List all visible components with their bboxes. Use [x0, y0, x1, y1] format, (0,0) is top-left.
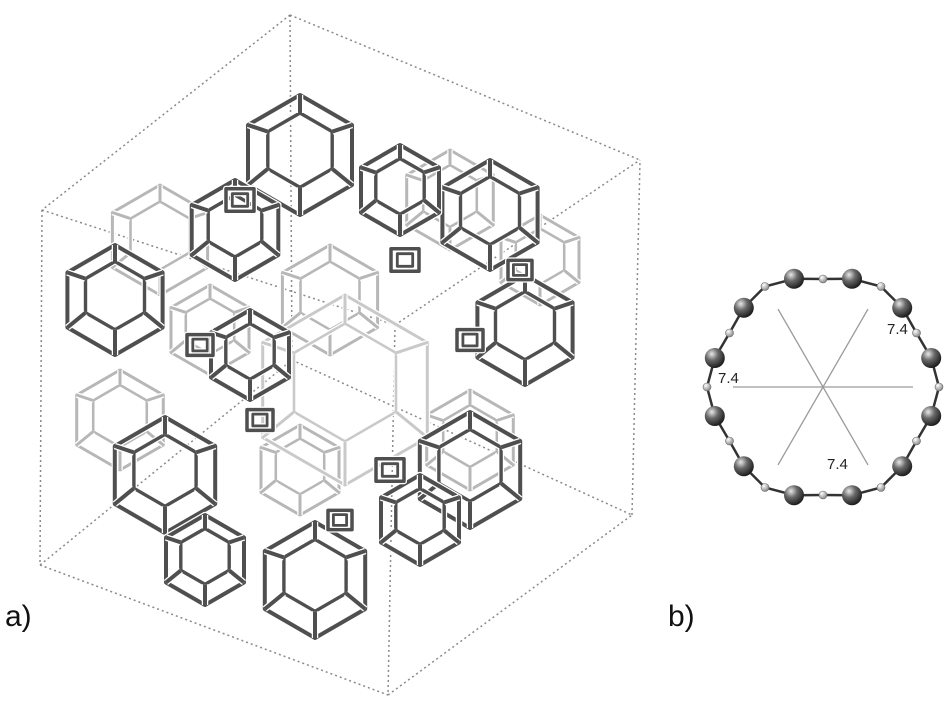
ring-atoms: [702, 268, 944, 506]
front-cage-7: [64, 241, 166, 359]
d4r-unit-7: [184, 331, 216, 359]
tetrahedral-atom: [784, 268, 804, 289]
tetrahedral-atom: [921, 348, 942, 368]
d4r-unit-6: [244, 406, 276, 434]
tetrahedral-atom: [921, 406, 942, 426]
ring-diameter-line: [777, 308, 869, 466]
oxygen-atom: [876, 483, 886, 492]
front-cage-6: [111, 413, 219, 537]
tetrahedral-atom: [704, 406, 725, 426]
oxygen-atom: [912, 328, 921, 338]
front-cage-3: [474, 271, 576, 389]
oxygen-atom: [725, 436, 734, 446]
twelve-ring: 7.4 7.4 7.4: [702, 268, 944, 506]
front-cage-2: [439, 156, 541, 274]
tetrahedral-atom: [784, 485, 804, 506]
tetrahedral-atom: [704, 348, 725, 368]
back-cage-4: [73, 367, 167, 473]
panel-label-b: b): [668, 600, 695, 633]
back-cage-7: [258, 422, 342, 518]
tetrahedral-atom: [842, 485, 862, 506]
d4r-unit-8: [325, 507, 355, 533]
panel-label-a: a): [5, 600, 32, 633]
front-cage-12: [162, 511, 248, 609]
ring-diameter-lines: [733, 308, 913, 466]
oxygen-atom: [760, 483, 770, 492]
oxygen-atom: [934, 382, 944, 392]
tetrahedral-atom: [842, 268, 862, 289]
central-pore: [259, 292, 431, 488]
oxygen-atom: [876, 282, 886, 291]
d4r-unit-1: [223, 185, 257, 215]
d4r-unit-2: [388, 245, 422, 275]
front-cage-5: [261, 518, 369, 642]
d4r-unit-4: [454, 326, 486, 354]
tetrahedral-atom: [892, 297, 913, 318]
front-cage-9: [357, 141, 443, 239]
oxygen-atom: [818, 274, 828, 284]
zeolite-framework: [64, 91, 582, 642]
front-cage-11: [377, 471, 463, 569]
distance-label-upper-right: 7.4: [887, 321, 908, 338]
oxygen-atom: [725, 328, 734, 338]
tetrahedral-atom: [892, 456, 913, 477]
d4r-unit-3: [505, 257, 535, 283]
distance-label-left: 7.4: [718, 370, 739, 387]
oxygen-atom: [912, 436, 921, 446]
tetrahedral-atom: [733, 456, 754, 477]
back-cage-5: [279, 242, 381, 358]
oxygen-atom: [702, 382, 712, 392]
tetrahedral-atom: [733, 297, 754, 318]
distance-label-lower: 7.4: [827, 456, 848, 473]
d4r-unit-5: [373, 455, 407, 485]
front-cage-1: [244, 91, 356, 219]
oxygen-atom: [818, 490, 828, 500]
oxygen-atom: [760, 282, 770, 291]
